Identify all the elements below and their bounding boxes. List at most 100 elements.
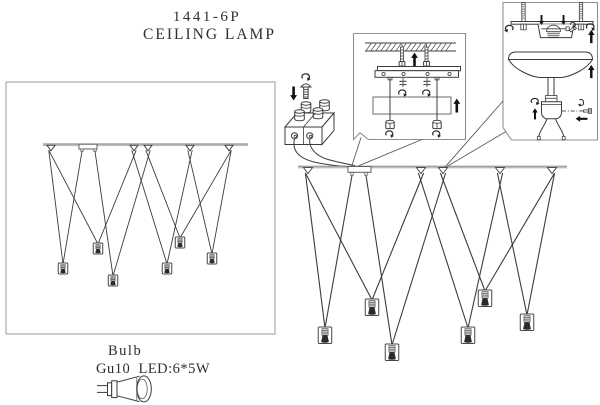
hatch-line [390,43,397,51]
pendant-lamp [107,274,119,287]
pendant-lamp [174,236,186,249]
thread-tick [521,5,526,8]
hatch-line [435,43,442,51]
suspension-wire [304,172,373,301]
gu10-bulb [523,322,531,330]
pendant-lamp [460,326,476,344]
thread-tick [521,3,526,6]
thread-tick [579,10,583,13]
up-arrow-icon [453,98,461,113]
cap-nut-icon [385,119,395,130]
hatch-line [430,43,437,51]
suspension-wire [371,172,425,301]
thread-tick [579,5,583,8]
mounting-screw-icon [423,44,430,67]
pendant-lamp [161,262,173,275]
bulb-spec: Gu10 LED:6*5W [96,361,211,377]
lamp-socket [523,315,531,323]
suspension-wire [324,175,353,329]
screw-icon [299,83,312,99]
hatch-line [380,43,387,51]
side-screw-icon [583,108,592,114]
thread-tick [579,17,583,20]
gu10-bulb [164,269,170,274]
suspension-wire [417,172,469,329]
suspension-wire [187,150,213,255]
hatch-line [370,43,377,51]
left-arrow-icon [575,115,588,122]
crossbar [510,21,594,25]
ceiling-anchor [129,144,139,152]
terminal-screw-icon [294,109,305,122]
ceiling-anchor [546,167,558,175]
model-number: 1441-6P [172,9,242,25]
suspension-wire [166,150,193,265]
up-arrow-icon [588,29,595,44]
pendant-lamp [364,298,380,316]
suspension-wire [97,150,137,245]
canopy-bell [507,51,594,78]
rotate-arrow-icon [398,89,408,98]
rotate-arrow-icon [503,24,514,34]
thread-tick [521,10,526,13]
suspension-wire [304,172,326,329]
callout-box [352,32,467,141]
lamp-socket [209,254,215,260]
locknut-icon [423,77,431,87]
suspension-wire [391,172,447,346]
mounting-screw-icon [398,44,406,67]
lamp-socket [388,345,396,353]
lamp-socket [481,291,489,299]
canopy-foot [350,171,354,176]
panel-frame [5,81,276,335]
ceiling-canopy [78,143,98,150]
up-arrow-icon [532,108,538,120]
ceiling-anchor [302,167,314,175]
gu10-bulb [481,298,489,306]
suspension-wire [211,150,232,255]
pendant-lamp [477,289,493,307]
rotate-arrow-icon [585,23,596,32]
gu10-bulb [95,249,101,254]
threaded-rod [521,2,584,22]
lamp-socket [177,238,183,244]
lamp-socket [368,300,376,308]
rotate-arrow-icon [432,130,442,139]
hatch-line [375,43,382,51]
thread-tick [579,8,583,10]
cable-pair [547,77,555,96]
gu10-bulb [368,307,376,315]
lamp-socket [321,328,329,336]
pendant-lamp [92,242,104,255]
terminal-screw-icon [312,107,324,120]
lamp-socket [95,244,101,250]
ceiling-anchor [46,144,56,152]
thread-tick [579,15,583,17]
down-arrow-icon [290,86,297,101]
ceiling-anchor [224,144,234,152]
lamp-socket [464,328,472,336]
pendant-lamp [384,343,400,361]
suspension-wire [439,172,486,292]
callout-line [357,139,423,167]
cord-grip [541,95,562,120]
inset-canopy-detail [443,1,599,169]
rotate-arrow-icon [422,89,432,98]
canopy-foot [364,171,368,176]
lamp-socket [110,276,116,282]
fixture-bar [372,96,452,115]
gu10-bulb [177,243,183,248]
hatch-line [420,43,427,51]
pendant-lamp [317,326,333,344]
gu10-bulb [464,335,472,343]
ceiling-anchor [415,167,427,175]
suspension-wire [112,150,151,277]
canopy-foot [80,148,84,152]
canopy-foot [93,148,97,152]
hatch-line [385,43,392,51]
gu10-bulb [60,269,66,274]
lamp-holder [541,24,570,38]
terminal-block-illustration [283,73,356,168]
suspension-wire [484,172,556,292]
gu10-bulb [321,335,329,343]
